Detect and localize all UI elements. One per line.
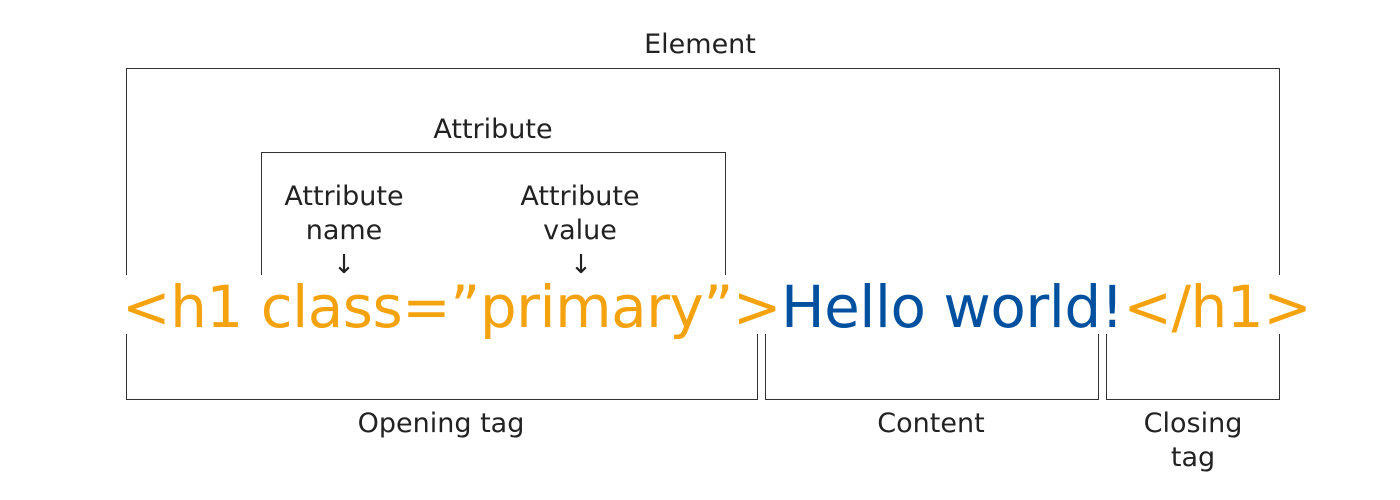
opening-tag-label: Opening tag (357, 408, 525, 439)
attribute-name-line1: Attribute (284, 181, 404, 212)
closing-tag-bracket (1106, 334, 1280, 400)
opening-tag-end: > (732, 273, 782, 341)
element-bracket (126, 68, 1280, 275)
attribute-label: Attribute (433, 114, 553, 145)
attribute-name-line2: name (305, 215, 383, 246)
closing-tag: </h1> (1123, 273, 1312, 341)
closing-tag-line1: Closing (1143, 408, 1243, 439)
html-code-line: <h1 class=”primary”>Hello world!</h1> (122, 272, 1312, 342)
attribute-value-label: Attribute value (500, 180, 660, 248)
attribute-value-line2: value (543, 215, 617, 246)
attribute-value-line1: Attribute (520, 181, 640, 212)
arrow-down-icon: ↓ (333, 250, 355, 280)
content-label: Content (877, 408, 985, 439)
element-content: Hello world! (780, 273, 1124, 341)
opening-tag-bracket (126, 334, 758, 400)
closing-tag-label: Closing tag (1113, 407, 1273, 475)
closing-tag-line2: tag (1170, 442, 1216, 473)
content-bracket (765, 334, 1099, 400)
element-label: Element (644, 29, 756, 60)
attribute-name-label: Attribute name (264, 180, 424, 248)
attribute-bracket (261, 152, 726, 275)
arrow-down-icon: ↓ (570, 250, 592, 280)
attribute-name: class= (260, 273, 451, 341)
attribute-value: ”primary” (450, 273, 733, 341)
opening-tag-start: <h1 (122, 273, 261, 341)
